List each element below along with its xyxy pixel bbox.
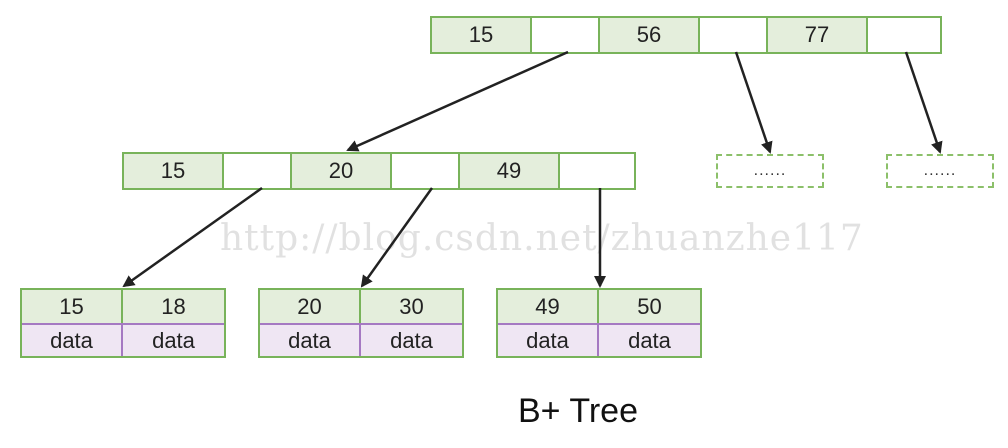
internal-pointer-2 xyxy=(392,154,460,188)
leaf-2-data-2: data xyxy=(361,323,462,356)
leaf-3-key-2: 50 xyxy=(599,290,700,323)
watermark-text: http://blog.csdn.net/zhuanzhe117 xyxy=(220,218,864,259)
root-key-2: 56 xyxy=(600,18,700,52)
edge-root-to-placeholder-2 xyxy=(904,51,943,154)
root-key-1: 15 xyxy=(432,18,532,52)
leaf-node-3: 49 50 data data xyxy=(496,288,702,358)
leaf-2-key-1: 20 xyxy=(260,290,361,323)
edge-root-to-internal xyxy=(346,50,569,152)
root-pointer-2 xyxy=(700,18,768,52)
internal-key-3: 49 xyxy=(460,154,560,188)
leaf-3-data-2: data xyxy=(599,323,700,356)
internal-pointer-3 xyxy=(560,154,628,188)
leaf-1-data-2: data xyxy=(123,323,224,356)
internal-key-1: 15 xyxy=(124,154,224,188)
root-key-3: 77 xyxy=(768,18,868,52)
leaf-1-key-1: 15 xyxy=(22,290,123,323)
root-node: 15 56 77 xyxy=(430,16,942,54)
leaf-3-data-1: data xyxy=(498,323,599,356)
leaf-2-data-1: data xyxy=(260,323,361,356)
internal-node: 15 20 49 xyxy=(122,152,636,190)
leaf-node-1: 15 18 data data xyxy=(20,288,226,358)
leaf-2-key-2: 30 xyxy=(361,290,462,323)
leaf-node-2: 20 30 data data xyxy=(258,288,464,358)
edge-internal-to-leaf-1 xyxy=(122,186,263,288)
leaf-1-data-1: data xyxy=(22,323,123,356)
edge-internal-to-leaf-2 xyxy=(360,187,434,288)
edge-root-to-placeholder-1 xyxy=(734,51,773,154)
leaf-3-key-1: 49 xyxy=(498,290,599,323)
root-pointer-1 xyxy=(532,18,600,52)
placeholder-node-1: ...... xyxy=(716,154,824,188)
internal-pointer-1 xyxy=(224,154,292,188)
diagram-caption: B+ Tree xyxy=(517,392,638,430)
leaf-1-key-2: 18 xyxy=(123,290,224,323)
internal-key-2: 20 xyxy=(292,154,392,188)
root-pointer-3 xyxy=(868,18,936,52)
placeholder-node-2: ...... xyxy=(886,154,994,188)
